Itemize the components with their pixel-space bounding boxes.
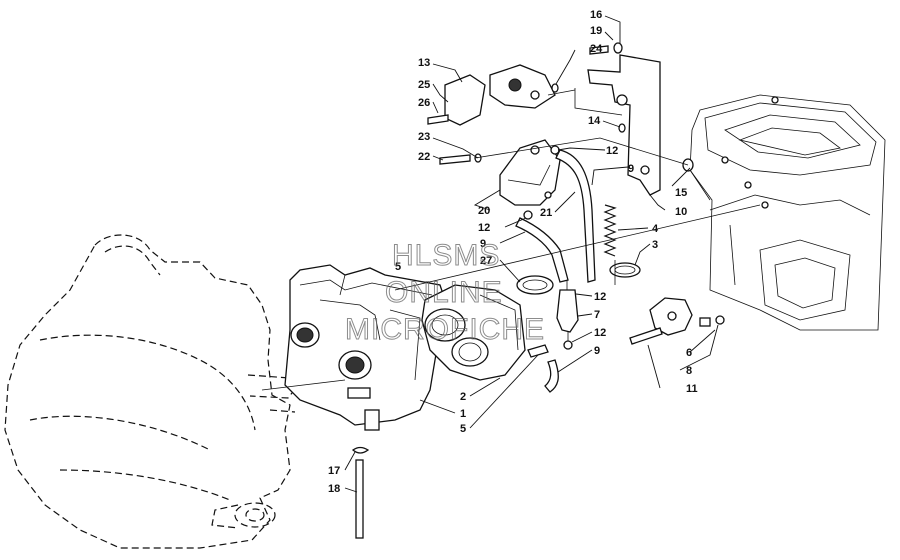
callout-12-right2: 12 (594, 327, 606, 339)
callout-21: 21 (540, 207, 552, 219)
callout-24: 24 (590, 43, 603, 55)
callout-22: 22 (418, 151, 430, 163)
callout-11: 11 (686, 383, 698, 395)
callout-12-right1: 12 (594, 291, 606, 303)
callout-19: 19 (590, 25, 602, 37)
engine-outline (4, 234, 297, 549)
callout-9-bottom: 9 (594, 345, 600, 357)
callout-9-top: 9 (628, 163, 634, 175)
fasteners (351, 42, 694, 539)
watermark-line-3: MICROFICHE (345, 313, 545, 346)
callout-17: 17 (328, 465, 340, 477)
alignment-lines (261, 88, 761, 391)
callout-7: 7 (594, 309, 600, 321)
fuel-pump (499, 139, 561, 206)
watermark: HLSMS ONLINE MICROFICHE (345, 239, 545, 347)
callout-10: 10 (675, 206, 687, 218)
callout-26: 26 (418, 97, 430, 109)
throttle-lever (629, 297, 725, 345)
callout-12-top: 12 (606, 145, 618, 157)
callout-1: 1 (460, 408, 466, 420)
callout-23: 23 (418, 131, 430, 143)
callout-3: 3 (652, 239, 658, 251)
callout-9-mid: 9 (480, 238, 486, 250)
callout-2: 2 (460, 391, 466, 403)
watermark-line-1: HLSMS (392, 239, 500, 272)
intake-adapter (421, 284, 526, 381)
hose-clamp (516, 262, 641, 295)
oil-pump (444, 64, 576, 126)
callout-15: 15 (675, 187, 687, 199)
callout-8: 8 (686, 365, 692, 377)
callout-12-mid: 12 (478, 222, 490, 234)
callout-27: 27 (480, 255, 492, 267)
fuel-filter (556, 280, 579, 345)
callout-14: 14 (588, 115, 601, 127)
callout-5-top: 5 (395, 261, 401, 273)
callout-4: 4 (652, 223, 659, 235)
leader-lines (344, 15, 719, 493)
watermark-line-2: ONLINE (385, 276, 503, 309)
hoses (515, 149, 596, 393)
air-silencer-box (689, 94, 886, 331)
callout-16: 16 (590, 9, 602, 21)
callout-5-bottom: 5 (460, 423, 466, 435)
callout-6: 6 (686, 347, 692, 359)
callout-25: 25 (418, 79, 430, 91)
callout-18: 18 (328, 483, 340, 495)
spring (603, 204, 617, 257)
callout-20: 20 (478, 205, 490, 217)
carburetor-assembly (284, 264, 446, 431)
callout-labels: 16 19 24 13 25 26 23 22 14 12 9 15 10 20… (328, 9, 698, 495)
bracket (587, 54, 661, 196)
callout-13: 13 (418, 57, 430, 69)
